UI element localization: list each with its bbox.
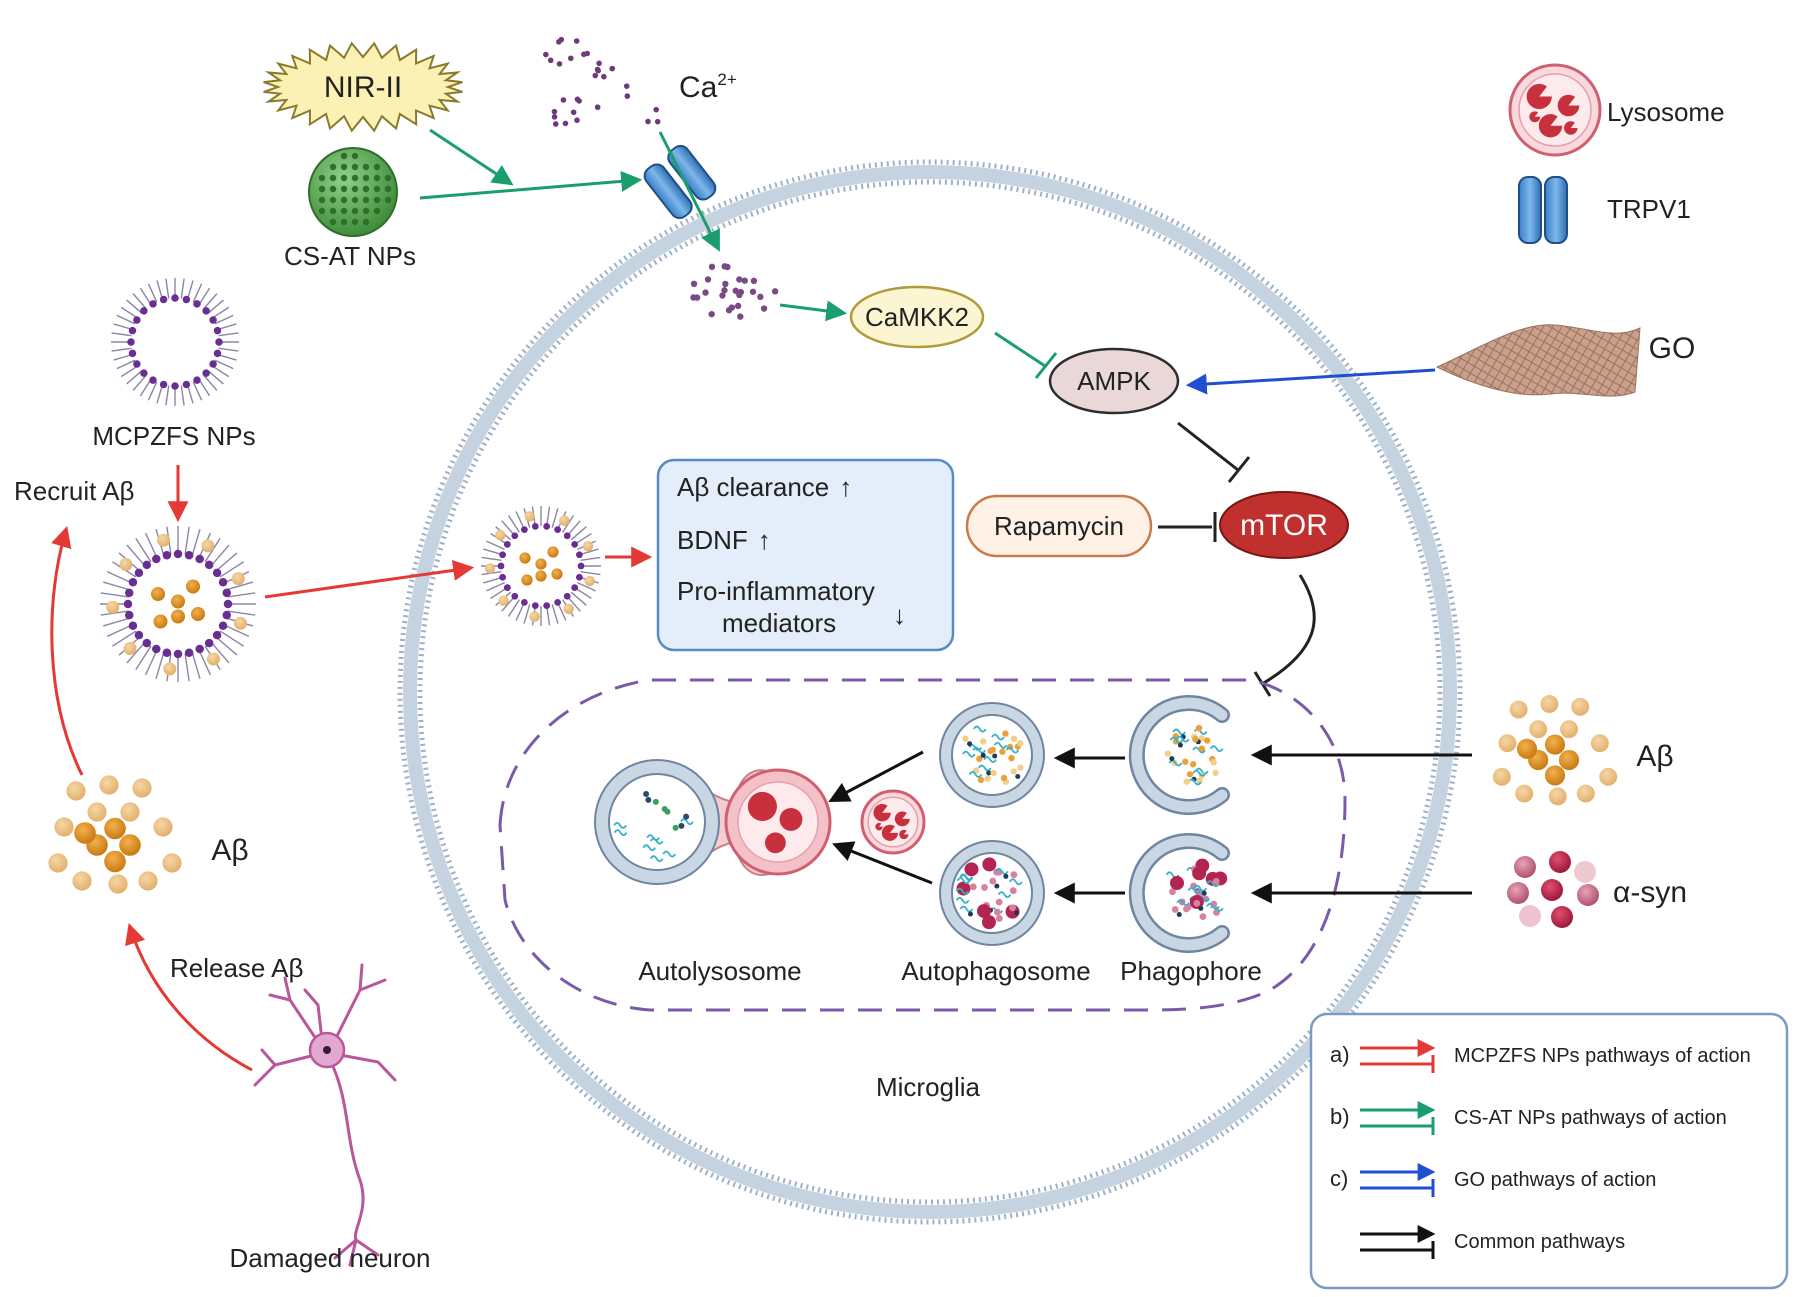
effect-bdnf: BDNF↑: [677, 525, 771, 555]
camkk2-node: CaMKK2: [849, 285, 985, 349]
alpha-synuclein-cluster: [1507, 851, 1599, 928]
calcium-ions-inside: [690, 263, 779, 320]
lysosome-key-label: Lysosome: [1607, 97, 1725, 127]
ampk-mtor-inhibition: [1177, 421, 1251, 483]
phagophore-label: Phagophore: [1120, 956, 1262, 986]
effect-proinflammatory: Pro-inflammatory: [677, 576, 875, 606]
trpv1-key-icon: [1518, 176, 1568, 244]
autolysosome-label: Autolysosome: [638, 956, 801, 986]
abeta-cluster-left: [48, 775, 182, 894]
mtor-autophagy-inhibition: [1253, 574, 1316, 697]
legend-row: Common pathways: [1360, 1225, 1625, 1259]
release-label: Release Aβ: [170, 953, 303, 983]
legend-tag: c): [1330, 1166, 1348, 1191]
rapamycin-node: Rapamycin: [965, 494, 1153, 558]
effect-abeta-clearance: Aβ clearance↑: [677, 472, 852, 502]
rapamycin-label: Rapamycin: [994, 511, 1124, 541]
abeta-left-label: Aβ: [211, 834, 248, 867]
effect-mediators: mediators: [722, 608, 836, 638]
autophagosome-asyn: [939, 840, 1045, 946]
go-to-ampk-arrow: [1185, 368, 1436, 395]
autolysosome: [594, 759, 832, 885]
graphene-oxide-sheet: GO: [1435, 324, 1696, 397]
cell-membrane: [397, 159, 1463, 1225]
mcpzfs-loaded-inside: [481, 506, 601, 626]
mtor-node: mTOR: [1219, 491, 1349, 559]
mcpzfs-pathway-arrows: [50, 525, 653, 1072]
cs-at-pathway-arrows: [419, 128, 1058, 379]
mcpzfs-label: MCPZFS NPs: [92, 421, 255, 451]
abeta-cluster-right: [1492, 695, 1618, 806]
phagophore-asyn: [1128, 833, 1230, 953]
cs-at-label: CS-AT NPs: [284, 241, 416, 271]
recruit-label: Recruit Aβ: [14, 476, 134, 506]
mcpzfs-loaded-left: [100, 526, 256, 682]
microglia-label: Microglia: [876, 1072, 981, 1102]
legend-row: b) CS-AT NPs pathways of action: [1330, 1101, 1727, 1135]
mcpzfs-nanoparticle: [111, 278, 239, 406]
lysosome-free: [860, 789, 926, 855]
trpv1-key-label: TRPV1: [1607, 194, 1691, 224]
asyn-label: α-syn: [1613, 876, 1687, 909]
autophagy-region: [498, 678, 1347, 1012]
effects-box: Aβ clearance↑ BDNF↑ Pro-inflammatory med…: [656, 458, 955, 652]
calcium-label: Ca2+: [679, 70, 737, 104]
camkk2-label: CaMKK2: [865, 302, 969, 332]
phagophore-abeta: [1128, 695, 1230, 815]
mtor-label: mTOR: [1240, 509, 1328, 542]
abeta-right-label: Aβ: [1636, 740, 1673, 773]
legend-text: Common pathways: [1454, 1231, 1625, 1253]
legend-tag: a): [1330, 1042, 1350, 1067]
damaged-neuron: [253, 963, 397, 1267]
autophagy-flow-arrows: [828, 744, 1472, 904]
cs-at-nanoparticle: CS-AT NPs: [284, 147, 416, 271]
ampk-label: AMPK: [1077, 366, 1151, 396]
legend-row: a) MCPZFS NPs pathways of action: [1330, 1039, 1751, 1073]
go-label: GO: [1649, 332, 1696, 365]
legend-text: MCPZFS NPs pathways of action: [1454, 1045, 1751, 1067]
ampk-node: AMPK: [1048, 347, 1180, 415]
calcium-ions-outside: [543, 36, 661, 127]
legend-text: CS-AT NPs pathways of action: [1454, 1107, 1727, 1129]
lysosome-key-icon: [1508, 63, 1602, 157]
legend-text: GO pathways of action: [1454, 1169, 1656, 1191]
legend-row: c) GO pathways of action: [1330, 1163, 1656, 1197]
autophagosome-abeta: [939, 702, 1045, 808]
effect-decrease-arrow: ↓: [893, 600, 906, 630]
legend-tag: b): [1330, 1104, 1350, 1129]
pathway-legend: a) MCPZFS NPs pathways of action b) CS-AT N…: [1309, 1012, 1789, 1290]
rapamycin-inhibition: [1158, 512, 1217, 542]
neuron-label: Damaged neuron: [230, 1243, 431, 1273]
autophagosome-label: Autophagosome: [901, 956, 1090, 986]
nir-ii-light: NIR-II: [263, 41, 463, 133]
nir-label: NIR-II: [324, 71, 402, 104]
